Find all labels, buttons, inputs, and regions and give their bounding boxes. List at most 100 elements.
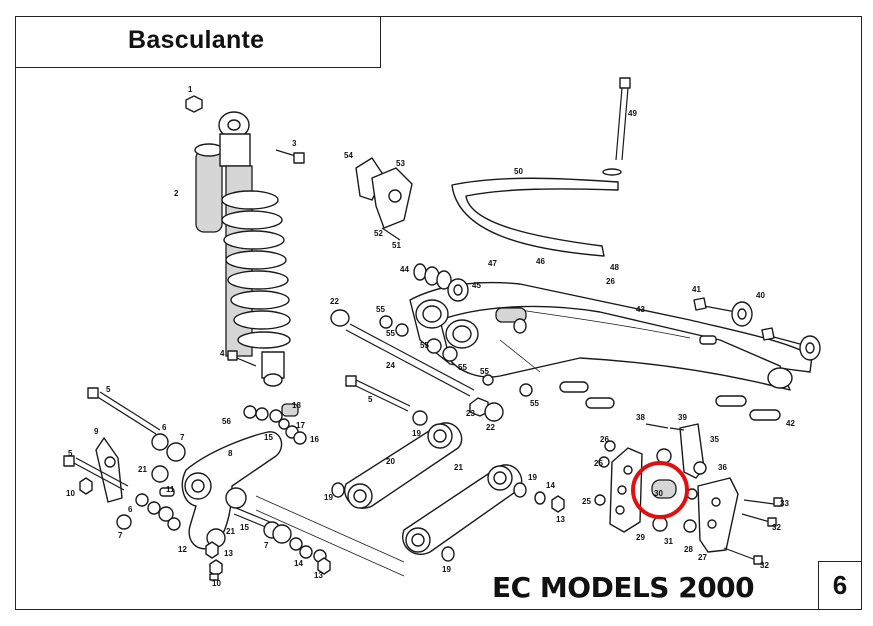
- part-label: 5: [368, 395, 373, 404]
- part-label: 48: [610, 263, 619, 272]
- part-label: 11: [166, 485, 175, 494]
- long-bolt-drawing: [602, 77, 631, 176]
- part-label: 23: [466, 409, 475, 418]
- part-label: 13: [224, 549, 233, 558]
- chain-slider-drawing: [451, 177, 619, 257]
- slider-pads-drawing: [559, 381, 781, 421]
- highlight-circle: [631, 461, 689, 519]
- part-label: 7: [180, 433, 185, 442]
- part-label: 10: [212, 579, 221, 588]
- linkage-bolt-drawing: [345, 375, 428, 426]
- rocker-link-drawing: [63, 387, 283, 581]
- chain-guide-drawing: [355, 157, 413, 241]
- part-label: 14: [294, 559, 303, 568]
- part-label: 56: [222, 417, 231, 426]
- chain-adjusters-drawing: [693, 297, 821, 361]
- pivot-bearings-drawing: [413, 263, 527, 334]
- title-box: [15, 16, 381, 68]
- part-label: 50: [514, 167, 523, 176]
- part-label: 36: [718, 463, 727, 472]
- part-label: 24: [386, 361, 395, 370]
- part-label: 6: [128, 505, 133, 514]
- linkage-rods-drawing: [331, 422, 565, 562]
- part-label: 25: [594, 459, 603, 468]
- part-label: 16: [310, 435, 319, 444]
- part-label: 55: [530, 399, 539, 408]
- part-label: 26: [606, 277, 615, 286]
- part-label: 5: [106, 385, 111, 394]
- part-label: 53: [396, 159, 405, 168]
- part-label: 3: [292, 139, 297, 148]
- models-footer: EC MODELS 2000: [492, 571, 755, 604]
- part-label: 38: [636, 413, 645, 422]
- part-label: 40: [756, 291, 765, 300]
- part-label: 19: [528, 473, 537, 482]
- part-label: 7: [264, 541, 269, 550]
- part-label: 51: [392, 241, 401, 250]
- part-label: 6: [162, 423, 167, 432]
- part-label: 55: [480, 367, 489, 376]
- part-label: 21: [454, 463, 463, 472]
- lower-spacers-drawing: [255, 495, 405, 577]
- part-label: 32: [772, 523, 781, 532]
- part-label: 4: [220, 349, 225, 358]
- part-label: 18: [292, 401, 301, 410]
- part-label: 29: [636, 533, 645, 542]
- part-label: 41: [692, 285, 701, 294]
- part-label: 8: [228, 449, 233, 458]
- part-label: 27: [698, 553, 707, 562]
- part-label: 15: [240, 523, 249, 532]
- part-label: 28: [684, 545, 693, 554]
- part-label: 12: [178, 545, 187, 554]
- part-label: 19: [324, 493, 333, 502]
- part-label: 22: [486, 423, 495, 432]
- part-label: 21: [138, 465, 147, 474]
- part-label: 26: [600, 435, 609, 444]
- part-label: 42: [786, 419, 795, 428]
- part-label: 44: [400, 265, 409, 274]
- part-label: 55: [376, 305, 385, 314]
- part-label: 31: [664, 537, 673, 546]
- part-label: 35: [710, 435, 719, 444]
- shock-absorber-drawing: [185, 95, 305, 387]
- part-label: 1: [188, 85, 193, 94]
- part-label: 47: [488, 259, 497, 268]
- part-label: 33: [780, 499, 789, 508]
- diagram-frame: [15, 16, 862, 610]
- part-label: 54: [344, 151, 353, 160]
- part-label: 52: [374, 229, 383, 238]
- part-label: 21: [226, 527, 235, 536]
- part-label: 20: [386, 457, 395, 466]
- rocker-bearings-drawing: [243, 403, 307, 445]
- swingarm-drawing: [409, 281, 813, 391]
- part-label: 17: [296, 421, 305, 430]
- page-number: 6: [832, 570, 848, 600]
- pivot-axle-drawing: [330, 309, 533, 422]
- part-label: 55: [458, 363, 467, 372]
- page-title: Basculante: [128, 26, 265, 54]
- part-label: 5: [68, 449, 73, 458]
- part-label: 19: [412, 429, 421, 438]
- part-label: 2: [174, 189, 179, 198]
- part-label: 13: [556, 515, 565, 524]
- part-label: 46: [536, 257, 545, 266]
- part-label: 7: [118, 531, 123, 540]
- part-label: 32: [760, 561, 769, 570]
- part-label: 49: [628, 109, 637, 118]
- part-label: 55: [420, 341, 429, 350]
- part-label: 55: [386, 329, 395, 338]
- part-label: 14: [546, 481, 555, 490]
- part-label: 19: [442, 565, 451, 574]
- part-label: 45: [472, 281, 481, 290]
- part-label: 30: [654, 489, 663, 498]
- part-label: 43: [636, 305, 645, 314]
- part-label: 9: [94, 427, 99, 436]
- part-number-labels: 1 2 3 4 5 5 5 6 6 7 7 7 8 9 10 10 11 12 …: [66, 85, 795, 588]
- part-label: 15: [264, 433, 273, 442]
- part-label: 39: [678, 413, 687, 422]
- bracket-assembly-drawing: [594, 423, 783, 565]
- part-label: 10: [66, 489, 75, 498]
- part-label: 25: [582, 497, 591, 506]
